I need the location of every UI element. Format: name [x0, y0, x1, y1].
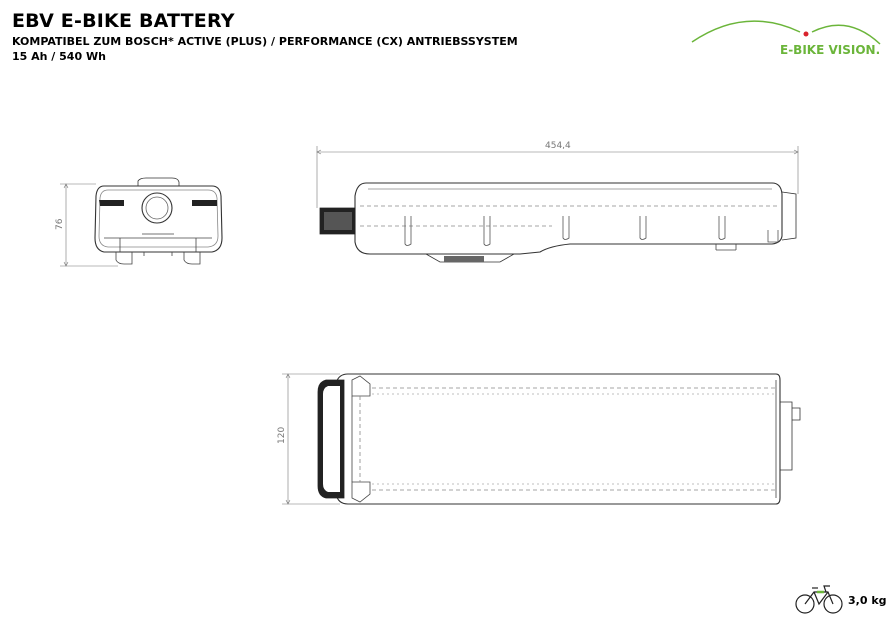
- height-dimension: [60, 183, 118, 267]
- bicycle-icon: [795, 585, 843, 614]
- logo-arc-left: [691, 20, 801, 43]
- side-view: [316, 146, 799, 263]
- compatibility-subtitle: KOMPATIBEL ZUM BOSCH* ACTIVE (PLUS) / PE…: [12, 35, 518, 48]
- height-dimension-label: 76: [55, 218, 65, 230]
- weight-label: 3,0 kg: [848, 594, 887, 607]
- length-dimension-label: 454,4: [545, 141, 571, 151]
- width-dimension-label: 120: [277, 427, 287, 444]
- top-view: [282, 373, 801, 505]
- page-title: EBV E-BIKE BATTERY: [12, 10, 235, 32]
- logo-dot: [803, 31, 809, 37]
- capacity-spec: 15 Ah / 540 Wh: [12, 50, 106, 63]
- brand-logo-text: E-BIKE VISION.: [780, 43, 881, 57]
- logo-arc-right: [811, 24, 881, 45]
- front-view: [94, 177, 223, 265]
